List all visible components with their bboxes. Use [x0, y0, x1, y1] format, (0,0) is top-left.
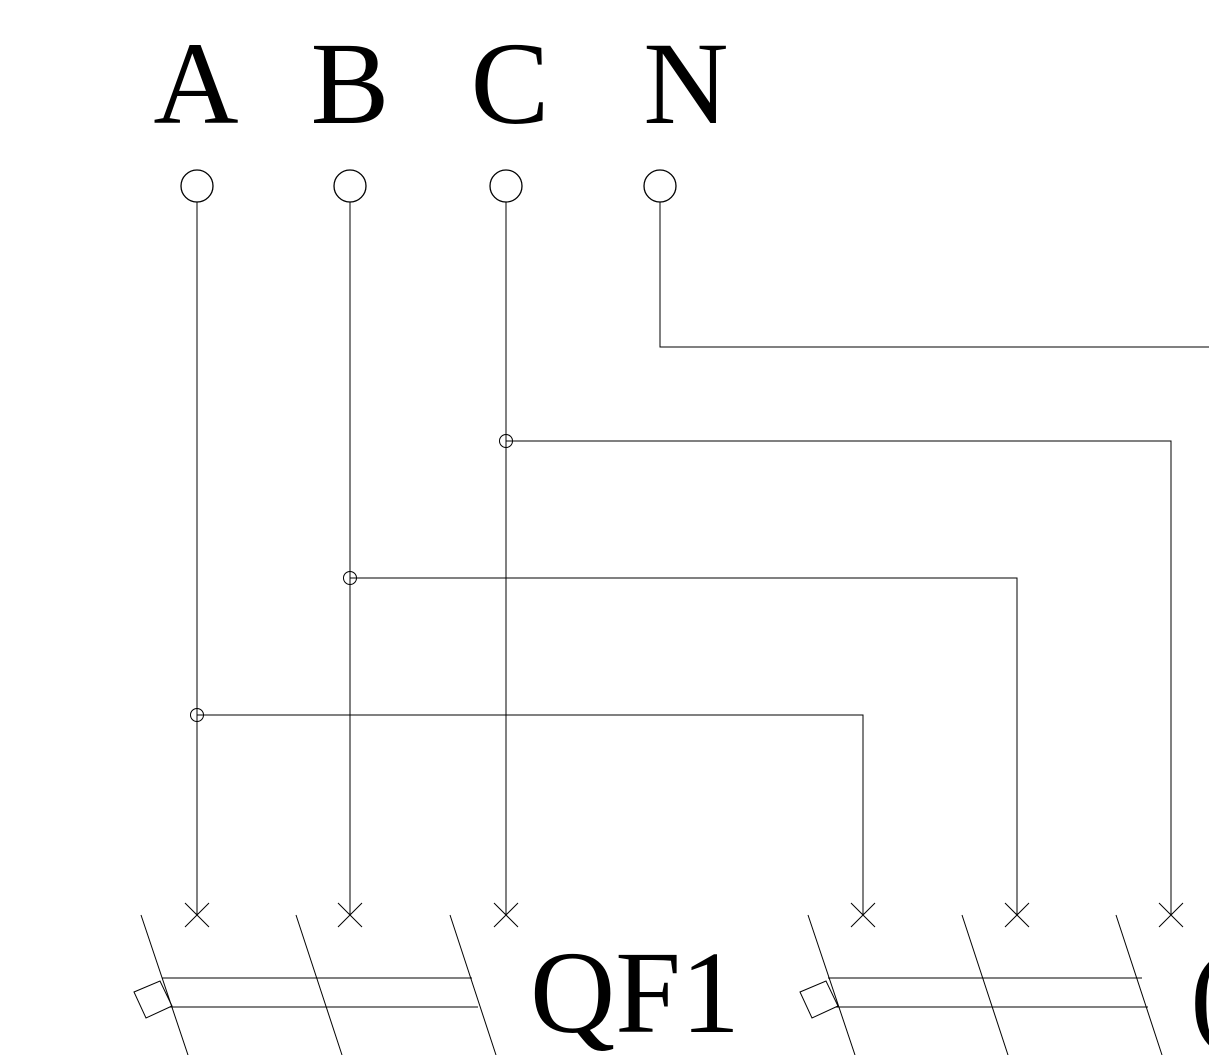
- second-handle: [799, 980, 839, 1019]
- branch-wire-b: [350, 577, 1018, 915]
- branch-wire-a: [197, 714, 864, 915]
- qf1-contact-line-b: [295, 914, 343, 1055]
- junction-c: [499, 434, 513, 448]
- breaker-label-second-partial: (: [1190, 927, 1209, 1055]
- phase-label-b: B: [311, 18, 390, 149]
- second-contact-line-a: [807, 914, 856, 1055]
- breaker-second-symbol: [799, 914, 1163, 1055]
- contact-x-c: [493, 902, 519, 928]
- junction-a: [190, 708, 204, 722]
- wire-neutral: [659, 202, 1209, 348]
- qf1-contact-line-a: [140, 914, 189, 1055]
- terminal-c: [489, 169, 523, 203]
- qf1-handle: [133, 980, 173, 1019]
- contact-x-a2: [850, 902, 876, 928]
- contact-x-c2: [1158, 902, 1184, 928]
- breaker-label-qf1: QF1: [530, 927, 740, 1055]
- branch-wire-c: [506, 440, 1172, 915]
- qf1-contact-line-c: [449, 914, 497, 1055]
- second-contact-line-c: [1115, 914, 1163, 1055]
- second-contact-line-b: [961, 914, 1009, 1055]
- phase-label-a: A: [153, 18, 238, 149]
- phase-label-c: C: [471, 18, 550, 149]
- contact-x-a: [184, 902, 210, 928]
- contact-x-marks: [184, 902, 1184, 928]
- terminal-n: [643, 169, 677, 203]
- phase-label-n: N: [643, 18, 728, 149]
- terminal-b: [333, 169, 367, 203]
- terminal-a: [180, 169, 214, 203]
- breaker-qf1-symbol: [133, 914, 497, 1055]
- contact-x-b: [337, 902, 363, 928]
- junction-b: [343, 571, 357, 585]
- contact-x-b2: [1004, 902, 1030, 928]
